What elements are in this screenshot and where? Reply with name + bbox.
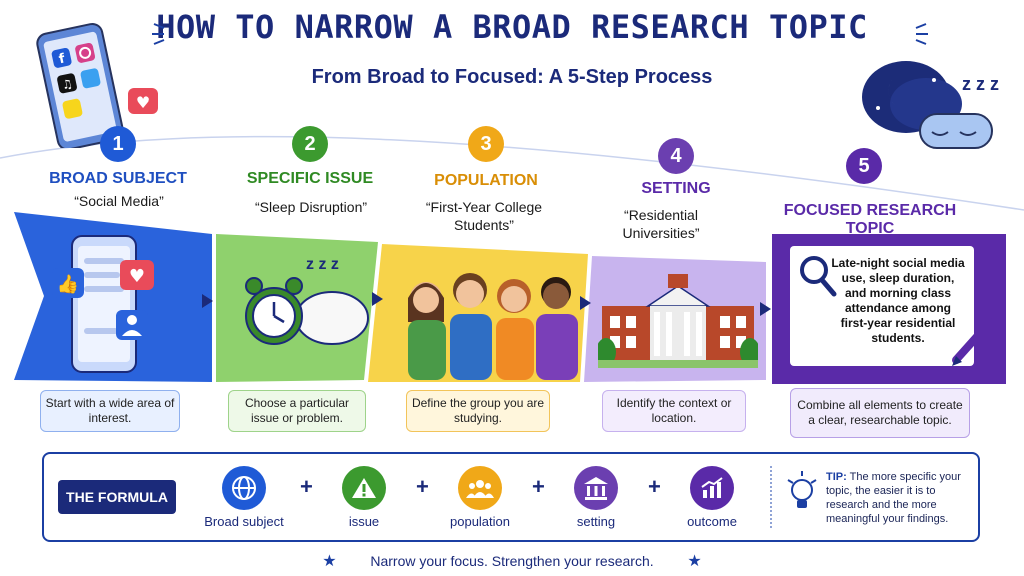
alarm-clock-pillow-illustration bbox=[245, 277, 369, 345]
page-subtitle: From Broad to Focused: A 5-Step Process bbox=[311, 66, 713, 88]
step-3-example: “First-Year College Students” bbox=[425, 199, 543, 233]
step-arrow-4 bbox=[760, 302, 771, 316]
tip-text: TIP: The more specific your topic, the e… bbox=[826, 470, 976, 526]
step-4-example: “Residential Universities” bbox=[622, 207, 700, 241]
footer-text: Narrow your focus. Strengthen your resea… bbox=[370, 553, 654, 569]
step-2-number: 2 bbox=[292, 126, 328, 162]
svg-text:♫: ♫ bbox=[61, 76, 74, 92]
step-2-title: SPECIFIC ISSUE bbox=[246, 170, 374, 187]
svg-text:♥: ♥ bbox=[129, 266, 145, 287]
formula-item-broad-subject: Broad subject bbox=[204, 514, 284, 529]
formula-plus-1: + bbox=[300, 474, 313, 499]
warning-icon bbox=[342, 466, 386, 510]
svg-text:👍: 👍 bbox=[57, 273, 79, 295]
step-5-title: FOCUSED RESEARCH TOPIC bbox=[783, 202, 957, 237]
step-arrow-1 bbox=[202, 294, 213, 308]
step-1-example: “Social Media” bbox=[74, 193, 164, 209]
formula-item-population: population bbox=[450, 514, 510, 529]
formula-plus-4: + bbox=[648, 474, 661, 499]
step-1-title: BROAD SUBJECT bbox=[49, 170, 187, 187]
page-title: HOW TO NARROW A BROAD RESEARCH TOPIC bbox=[156, 8, 868, 46]
chart-icon bbox=[690, 466, 734, 510]
sleep-zzz: z z z bbox=[962, 74, 1000, 94]
step-5-description: Combine all elements to create a clear, … bbox=[790, 388, 970, 438]
step-3-title: POPULATION bbox=[434, 172, 538, 189]
phone-likes-illustration: 👍 ♥ bbox=[52, 235, 154, 373]
formula-panel bbox=[42, 452, 980, 542]
people-icon bbox=[458, 466, 502, 510]
svg-text:♥: ♥ bbox=[136, 93, 150, 112]
step-3-number: 3 bbox=[468, 126, 504, 162]
formula-item-issue: issue bbox=[348, 514, 380, 529]
star-icon-left: ★ bbox=[322, 553, 337, 570]
night-sleep-illustration bbox=[862, 61, 993, 149]
tip-body: The more specific your topic, the easier… bbox=[826, 471, 961, 525]
formula-label: THE FORMULA bbox=[58, 480, 176, 514]
magnifier-icon bbox=[800, 256, 837, 297]
step-3-description: Define the group you are studying. bbox=[406, 390, 550, 432]
step-arrow-2 bbox=[372, 292, 383, 306]
step-arrow-3 bbox=[580, 296, 591, 310]
formula-plus-3: + bbox=[532, 474, 545, 499]
title-sparkle-left bbox=[152, 23, 165, 45]
step-4-title: SETTING bbox=[641, 180, 711, 197]
pen-icon bbox=[952, 318, 994, 366]
step-1-description: Start with a wide area of interest. bbox=[40, 390, 180, 432]
star-icon-right: ★ bbox=[687, 553, 702, 570]
step-1-number: 1 bbox=[100, 126, 136, 162]
clock-zzz: z z z bbox=[306, 256, 339, 273]
title-sparkle-right bbox=[915, 23, 928, 45]
social-phone-illustration: f ♫ ♥ bbox=[36, 22, 158, 148]
step-4-number: 4 bbox=[658, 138, 694, 174]
formula-divider bbox=[770, 466, 772, 528]
svg-text:f: f bbox=[58, 51, 67, 67]
building-icon bbox=[574, 466, 618, 510]
focused-topic-text: Late-night social media use, sleep durat… bbox=[831, 256, 965, 345]
globe-icon bbox=[222, 466, 266, 510]
step-2-description: Choose a particular issue or problem. bbox=[228, 390, 366, 432]
step-4-description: Identify the context or location. bbox=[602, 390, 746, 432]
formula-item-outcome: outcome bbox=[687, 514, 737, 529]
university-building-illustration bbox=[598, 274, 758, 368]
formula-item-setting: setting bbox=[576, 514, 616, 529]
step-2-example: “Sleep Disruption” bbox=[254, 199, 368, 215]
students-illustration bbox=[408, 273, 578, 380]
tip-label: TIP: bbox=[826, 471, 847, 483]
lightbulb-icon bbox=[787, 471, 817, 508]
step-5-number: 5 bbox=[846, 148, 882, 184]
footer-tagline: ★ Narrow your focus. Strengthen your res… bbox=[0, 551, 1024, 571]
formula-plus-2: + bbox=[416, 474, 429, 499]
